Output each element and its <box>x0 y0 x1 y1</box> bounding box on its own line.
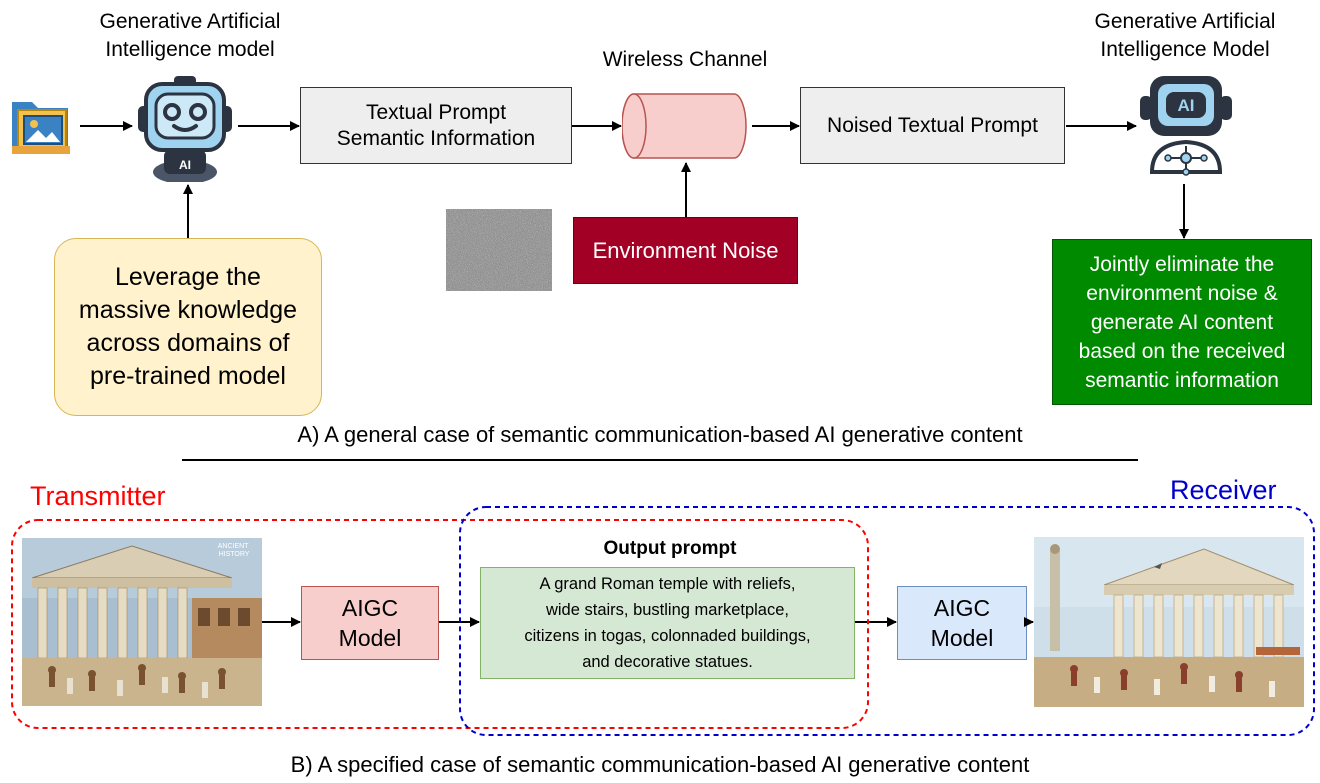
noised-prompt-text: Noised Textual Prompt <box>827 113 1038 137</box>
watermark-line: ANCIENT <box>218 543 249 550</box>
robot-right-badge: AI <box>1178 96 1195 115</box>
output-prompt-text: A grand Roman temple with reliefs, wide … <box>524 575 811 671</box>
aigc-model-right-box: AIGC Model <box>897 586 1027 660</box>
aigc-model-right-text: AIGC Model <box>930 595 994 651</box>
gen-model-left-label: Generative Artificial Intelligence model <box>99 10 281 61</box>
output-prompt-box: A grand Roman temple with reliefs, wide … <box>480 567 855 679</box>
generated-temple-image <box>1034 537 1304 707</box>
watermark-line: HISTORY <box>219 551 250 558</box>
aigc-model-left-box: AIGC Model <box>301 586 439 660</box>
wireless-channel-cylinder <box>622 93 747 159</box>
noised-prompt-box: Noised Textual Prompt <box>800 87 1065 164</box>
receiver-boundary <box>459 506 1315 736</box>
robot-left-badge: AI <box>179 158 191 172</box>
leverage-knowledge-text: Leverage the massive knowledge across do… <box>78 263 298 390</box>
transmitter-label: Transmitter <box>30 481 166 511</box>
jointly-eliminate-box: Jointly eliminate the environment noise … <box>1052 239 1312 405</box>
textual-prompt-box: Textual Prompt Semantic Information <box>300 87 572 164</box>
ai-network-robot-icon: AI <box>1140 76 1232 176</box>
section-divider <box>182 459 1138 461</box>
ancient-temple-image: ANCIENT HISTORY <box>22 538 262 706</box>
output-prompt-title: Output prompt <box>603 538 737 559</box>
leverage-knowledge-box: Leverage the massive knowledge across do… <box>54 238 322 416</box>
ai-robot-icon: AI <box>138 76 232 182</box>
textual-prompt-text: Textual Prompt Semantic Information <box>336 100 536 150</box>
transmitter-boundary <box>11 519 869 729</box>
jointly-eliminate-text: Jointly eliminate the environment noise … <box>1078 252 1286 392</box>
image-folder-icon <box>12 102 70 154</box>
environment-noise-text: Environment Noise <box>592 237 779 263</box>
image-watermark: ANCIENT HISTORY <box>218 543 251 558</box>
wireless-channel-label: Wireless Channel <box>602 48 768 71</box>
caption-b: B) A specified case of semantic communic… <box>290 752 1030 777</box>
aigc-model-left-text: AIGC Model <box>338 595 402 651</box>
gen-model-right-label: Generative Artificial Intelligence Model <box>1094 10 1276 61</box>
caption-a: A) A general case of semantic communicat… <box>297 422 1023 447</box>
noise-texture-image <box>446 209 552 291</box>
environment-noise-box: Environment Noise <box>573 217 798 284</box>
receiver-label: Receiver <box>1170 475 1277 505</box>
